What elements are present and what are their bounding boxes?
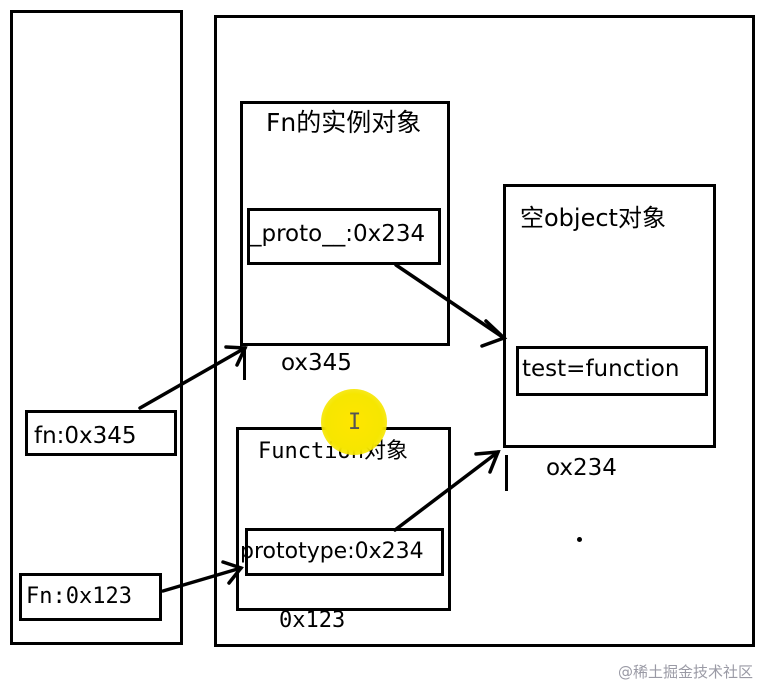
heap-region [214, 15, 755, 647]
test-field-box [516, 346, 708, 396]
fn-instance-title: Fn的实例对象 [266, 108, 422, 137]
prototype-field-box [245, 528, 444, 576]
pen-tick [243, 350, 246, 380]
proto-field-label: _proto__:0x234 [250, 221, 426, 247]
fn-instance-object [240, 101, 450, 346]
pen-tick [505, 455, 508, 491]
function-object-address: 0x123 [279, 608, 346, 633]
prototype-field-label: prototype:0x234 [240, 539, 424, 564]
stack-var-Fn [19, 573, 162, 621]
stack-var-fn-label: fn:0x345 [34, 423, 137, 449]
stack-var-fn [25, 410, 177, 456]
test-field-label: test=function [522, 356, 680, 382]
text-cursor-icon: I [348, 410, 362, 435]
cursor-highlight [321, 389, 387, 455]
stack-var-Fn-label: Fn:0x123 [26, 584, 132, 609]
empty-object-address: ox234 [546, 455, 617, 481]
fn-instance-address: ox345 [281, 350, 352, 376]
proto-field-box [247, 208, 441, 265]
empty-object-title: 空object对象 [520, 204, 666, 232]
pen-dot [577, 537, 582, 542]
watermark: @稀土掘金技术社区 [617, 663, 753, 681]
stack-region [10, 10, 183, 645]
